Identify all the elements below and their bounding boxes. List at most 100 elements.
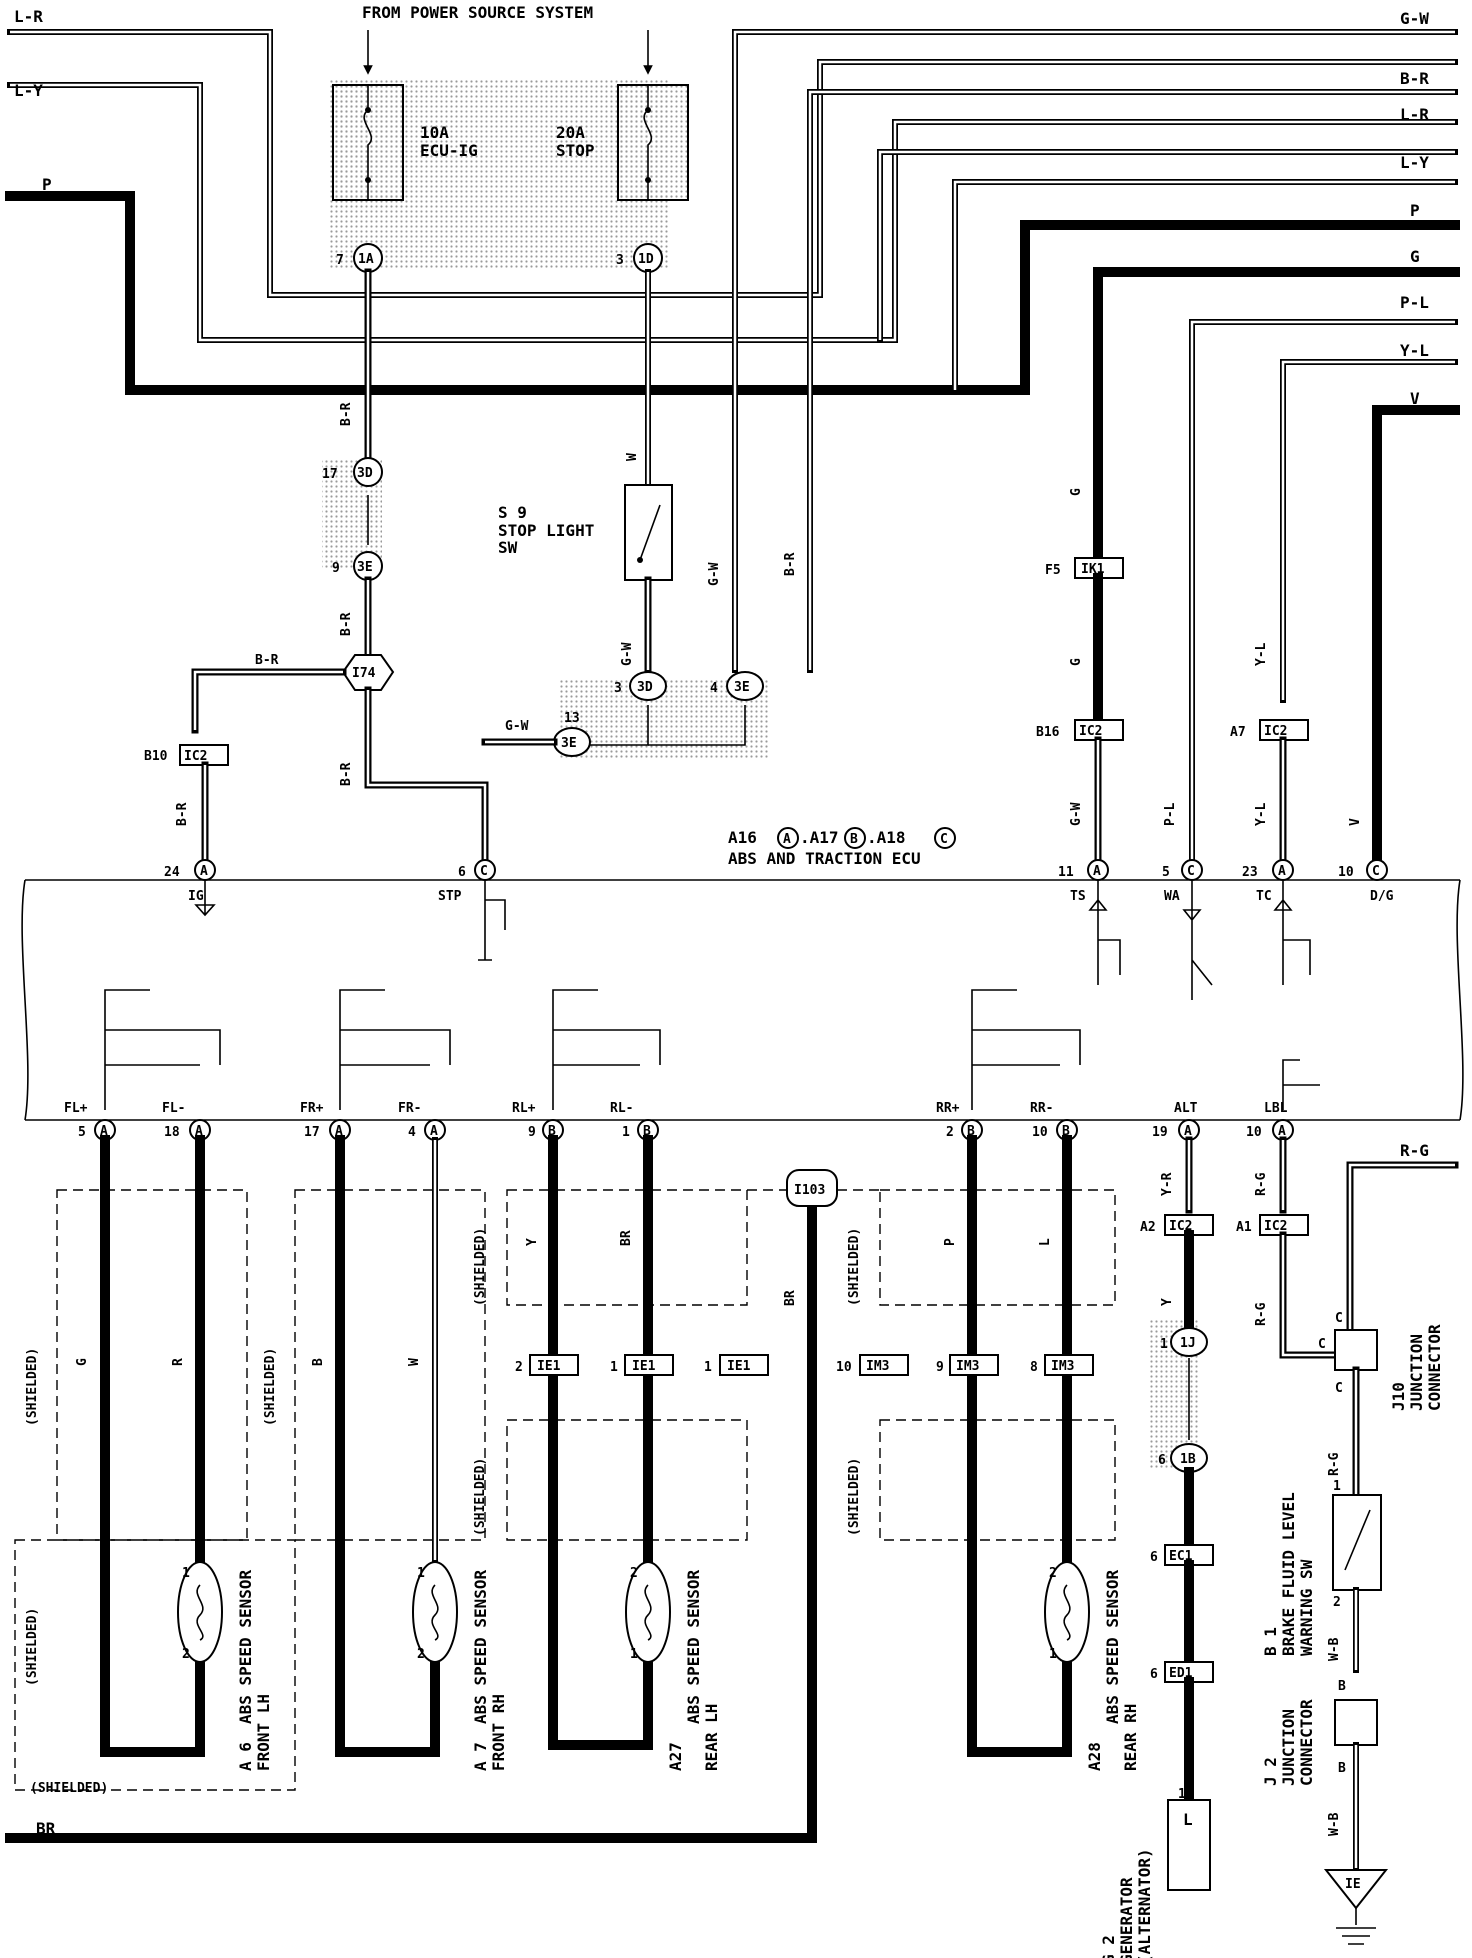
ecu-internal-circuits [104,989,1320,1110]
sensor-line2: FRONT RH [489,1694,508,1771]
shielded-label: (SHIELDED) [30,1781,108,1796]
terminal-conn: A [1093,864,1101,879]
conn-pin: 4 [710,681,718,696]
terminal-pin: 6 [458,865,466,880]
fuse-rating: 10A [420,123,449,142]
left-wire-br: BR [36,1819,56,1838]
speed-sensor-fr: 1 2 A 7 ABS SPEED SENSOR FRONT RH [412,1561,508,1771]
ecu-code: A16 [728,828,757,847]
sensor-line2: FRONT LH [254,1694,273,1771]
conn-pin: 7 [336,253,344,268]
wire-br: B-R [339,762,354,786]
conn-1b: 1B [1180,1452,1196,1467]
terminal-conn: A [1278,1124,1286,1139]
right-wire-br: B-R [1400,69,1429,88]
wire-w: W [407,1358,422,1366]
wire-g: G [75,1358,90,1366]
speed-sensor-rr: 2 1 A28 ABS SPEED SENSOR REAR RH [1044,1561,1140,1771]
shielded-label: (SHIELDED) [473,1458,488,1536]
junction-i74: I74 [352,666,376,681]
terminal-conn: A [195,1124,203,1139]
sensor-pin: 2 [630,1566,638,1581]
ecu-code: .A17 [800,828,839,847]
j2-line1: JUNCTION [1279,1709,1298,1786]
terminal-pin: 10 [1032,1125,1048,1140]
terminal-pin: 24 [164,865,180,880]
terminal-conn: B [548,1124,556,1139]
terminal-name: FR+ [300,1101,324,1116]
shield-boxes: (SHIELDED) (SHIELDED) (SHIELDED) (SHIELD… [14,1189,1116,1796]
sensor-line1: ABS SPEED SENSOR [471,1570,490,1724]
conn-3d: 3D [637,680,653,695]
conn-1a: 1A [358,252,374,267]
header-title: FROM POWER SOURCE SYSTEM [362,3,593,22]
conn-pin: B16 [1036,725,1060,740]
wire-p: P [943,1238,958,1246]
right-wire-ly: L-Y [1400,153,1429,172]
terminal-pin: 17 [304,1125,320,1140]
conn-pin: 10 [836,1360,852,1375]
terminal-name: FL- [162,1101,185,1116]
generator-terminal: L [1183,1810,1193,1829]
terminal-name: IG [188,889,204,904]
sensor-line2: REAR RH [1121,1704,1140,1771]
terminal-pin: 10 [1338,865,1354,880]
b1-line1: BRAKE FLUID LEVEL [1279,1492,1298,1656]
wire-g: G [1069,488,1084,496]
speed-sensor-wiring: G R B W Y BR P L BR BR I103 [5,1135,1072,1843]
terminal-pin: 5 [1162,865,1170,880]
right-wire-g: G [1410,247,1420,266]
wire-br: BR [783,1290,798,1306]
terminal-pin: 1 [622,1125,630,1140]
fuse-name: ECU-IG [420,141,478,160]
terminal-conn: C [1372,864,1380,879]
right-wire-p: P [1410,201,1420,220]
wire-rg: R-G [1327,1452,1342,1476]
sensor-id: A 7 [471,1742,490,1771]
fuse-ecu-ig: 10A ECU-IG [332,84,478,201]
conn-pin: B10 [144,749,168,764]
conn-pin: F5 [1045,563,1061,578]
abs-traction-ecu: A16 A .A17 B .A18 C ABS AND TRACTION ECU [21,827,1464,1121]
wire-br: BR [619,1230,634,1246]
sensor-line2: REAR LH [702,1704,721,1771]
fuse-rating: 20A [556,123,585,142]
wire-w: W [625,453,640,461]
terminal-name: STP [438,889,462,904]
conn-pin: 3 [616,253,624,268]
terminal-name: RL+ [512,1101,536,1116]
ecu-code: C [940,832,948,847]
terminal-pin: 10 [1246,1125,1262,1140]
conn-3e: 3E [734,680,750,695]
conn-3d: 3D [357,466,373,481]
j10-pin: C [1335,1311,1343,1326]
conn-im3: IM3 [1051,1359,1074,1374]
shielded-label: (SHIELDED) [847,1228,862,1306]
ecu-title: ABS AND TRACTION ECU [728,849,921,868]
sensor-line1: ABS SPEED SENSOR [684,1570,703,1724]
conn-1d: 1D [638,252,654,267]
wire-br: B-R [783,552,798,576]
terminal-conn: A [100,1124,108,1139]
terminal-pin: 4 [408,1125,416,1140]
speed-sensor-fl: 1 2 A 6 ABS SPEED SENSOR FRONT LH [177,1561,273,1771]
right-wire-yl: Y-L [1400,341,1429,360]
wire-gw: G-W [505,719,529,734]
sensor-id: A27 [666,1742,685,1771]
wire-br: B-R [339,402,354,426]
shielded-label: (SHIELDED) [263,1348,278,1426]
conn-pin: 6 [1150,1550,1158,1565]
terminal-conn: B [1062,1124,1070,1139]
conn-3e: 3E [561,736,577,751]
j2-id: J 2 [1261,1757,1280,1786]
conn-pin: 6 [1150,1667,1158,1682]
j2-pin: B [1338,1761,1346,1776]
j10-pin: C [1318,1337,1326,1352]
terminal-name: ALT [1174,1101,1198,1116]
terminal-pin: 18 [164,1125,180,1140]
wire-l: L [1038,1238,1053,1246]
conn-ic2: IC2 [1079,724,1102,739]
terminal-name: D/G [1370,889,1394,904]
wire-r: R [171,1358,186,1366]
